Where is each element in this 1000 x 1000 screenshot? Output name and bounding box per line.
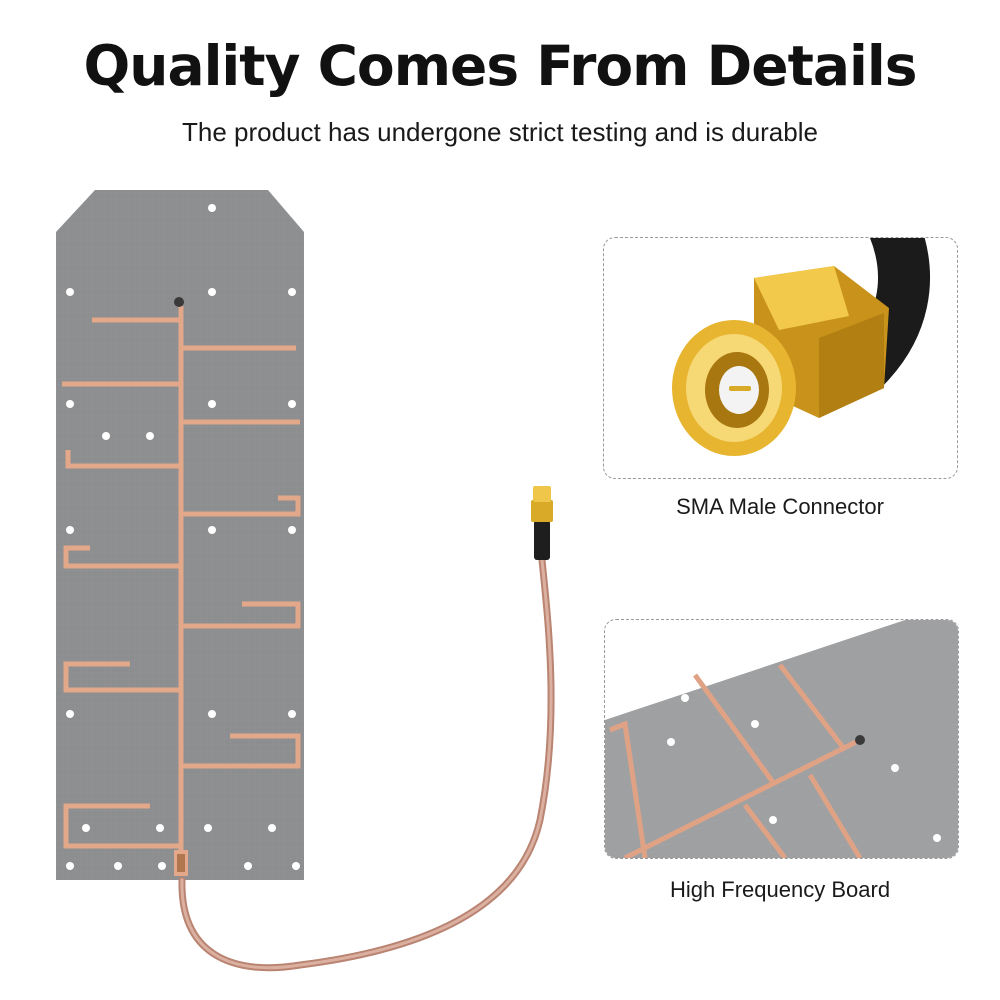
pcb-antenna-board <box>50 186 310 886</box>
page-subtitle: The product has undergone strict testing… <box>182 117 818 147</box>
page-title: Quality Comes From Details <box>83 34 918 98</box>
high-frequency-board-label: High Frequency Board <box>669 877 891 902</box>
sma-connector-icon <box>672 238 930 456</box>
sma-connector-detail <box>603 237 958 479</box>
sma-connector-label: SMA Male Connector <box>676 494 884 519</box>
high-frequency-board-detail <box>604 619 959 859</box>
pcb-board-icon <box>605 620 958 858</box>
